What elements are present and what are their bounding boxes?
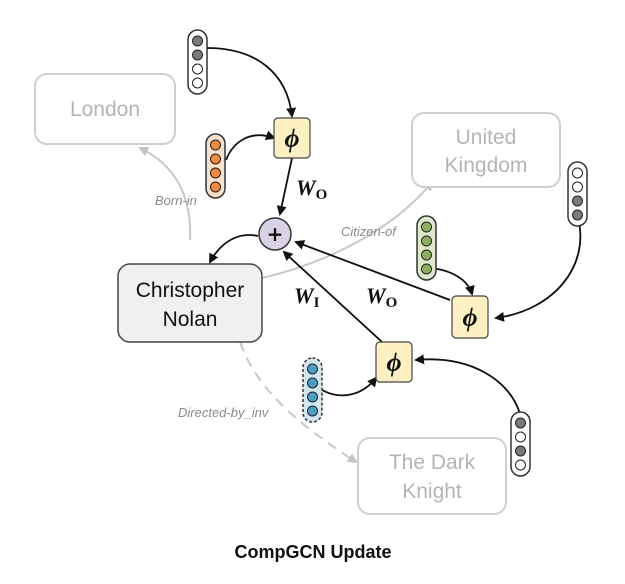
weight-label-outgoing-right: WO xyxy=(366,283,397,311)
arrow-phi-bottom-to-plus xyxy=(282,250,383,343)
edge-born-in xyxy=(138,147,192,241)
embedding-vector-bottom-gray xyxy=(510,411,531,477)
edge-directed-by-inv xyxy=(239,341,358,464)
node-dark-knight: The Dark Knight xyxy=(357,437,507,515)
label-directed-by-inv: Directed-by_inv xyxy=(178,405,270,420)
arrow-phi-right-to-plus xyxy=(294,240,451,301)
arrow-vector-to-phi-bottom xyxy=(414,354,521,415)
weight-label-inverse: WI xyxy=(294,283,320,311)
svg-text:United: United xyxy=(456,126,517,149)
arrow-vector-to-phi-right xyxy=(494,217,582,322)
svg-text:London: London xyxy=(70,98,140,121)
node-united-kingdom: United Kingdom xyxy=(411,112,561,188)
arrow-vector-to-phi-top xyxy=(206,47,297,118)
svg-text:Nolan: Nolan xyxy=(163,308,218,331)
weight-label-outgoing-top: WO xyxy=(296,175,327,203)
svg-text:ϕ: ϕ xyxy=(462,303,477,332)
phi-operator-right: ϕ xyxy=(451,295,489,339)
phi-operator-bottom: ϕ xyxy=(375,341,413,383)
aggregation-plus-node: + xyxy=(258,217,292,251)
svg-text:ϕ: ϕ xyxy=(386,348,401,377)
diagram-title: CompGCN Update xyxy=(235,542,392,562)
arrow-phi-top-to-plus xyxy=(276,157,293,216)
label-born-in: Born-in xyxy=(155,193,197,208)
svg-text:Knight: Knight xyxy=(402,480,462,503)
embedding-vector-orange xyxy=(205,133,226,199)
edge-citizen-of xyxy=(261,180,434,279)
svg-text:Christopher: Christopher xyxy=(136,279,245,302)
svg-text:+: + xyxy=(267,222,284,246)
embedding-vector-blue xyxy=(302,357,323,423)
svg-text:The Dark: The Dark xyxy=(389,451,476,474)
arrow-plus-to-nolan xyxy=(209,234,259,264)
node-christopher-nolan: Christopher Nolan xyxy=(117,263,263,343)
node-london: London xyxy=(34,73,176,145)
svg-text:ϕ: ϕ xyxy=(284,124,299,153)
label-citizen-of: Citizen-of xyxy=(341,224,397,239)
embedding-vector-right-gray xyxy=(567,161,588,227)
arrow-blue-to-phi-bottom xyxy=(321,376,378,397)
phi-operator-top: ϕ xyxy=(273,117,311,159)
svg-text:Kingdom: Kingdom xyxy=(445,154,528,177)
arrow-orange-to-phi-top xyxy=(225,130,276,161)
embedding-vector-top-gray xyxy=(187,29,208,95)
embedding-vector-green xyxy=(416,215,437,281)
